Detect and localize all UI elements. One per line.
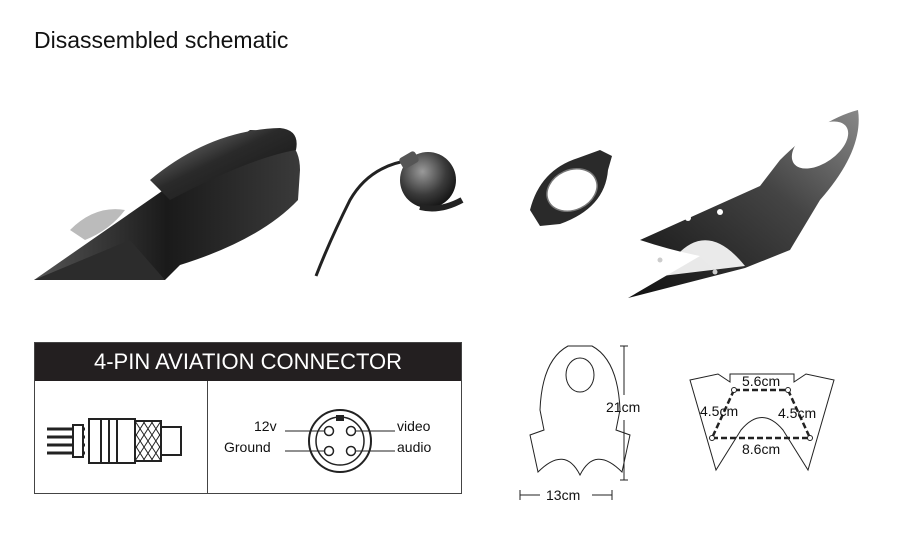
pin-label-video: video — [397, 418, 431, 434]
front-height-label: 21cm — [606, 399, 641, 415]
pin-label-ground: Ground — [224, 439, 271, 455]
connector-heading: 4-PIN AVIATION CONNECTOR — [35, 343, 461, 381]
connector-body: 12v Ground video audio — [35, 381, 461, 493]
camera-ball-part — [314, 151, 464, 277]
pin-face-drawing — [285, 409, 395, 473]
base-top-label: 5.6cm — [742, 373, 781, 389]
connector-divider — [207, 381, 208, 493]
base-bottom-label: 8.6cm — [742, 441, 781, 457]
base-right-label: 4.5cm — [778, 405, 817, 421]
pin-label-12v: 12v — [254, 418, 277, 434]
base-left-label: 4.5cm — [700, 403, 739, 419]
bracket-part — [628, 110, 859, 298]
mounting-ring-part — [530, 150, 612, 226]
front-width-label: 13cm — [546, 487, 581, 503]
base-view-drawing — [689, 373, 835, 472]
pin-label-audio: audio — [397, 439, 432, 455]
page-title: Disassembled schematic — [34, 27, 289, 53]
parts-illustrations — [34, 110, 859, 298]
connector-panel: 4-PIN AVIATION CONNECTOR — [34, 342, 462, 494]
housing-part — [34, 128, 300, 280]
plug-drawing — [47, 418, 182, 464]
front-view-drawing — [519, 345, 631, 500]
